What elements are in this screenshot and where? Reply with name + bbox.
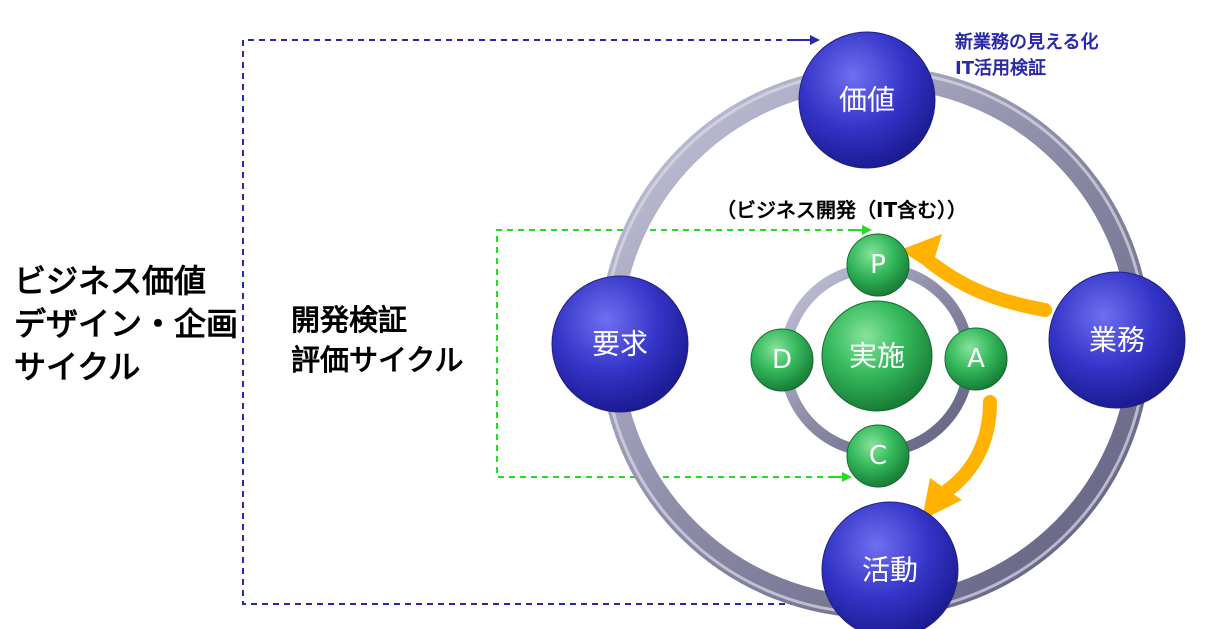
dev-cycle-label-line-1: 開発検証 xyxy=(291,303,408,337)
value-note-line-2: IT活用検証 xyxy=(955,58,1046,79)
value-note: 新業務の見える化 IT活用検証 xyxy=(955,30,1098,82)
node-requirement-label: 要求 xyxy=(592,328,648,361)
node-p-label: P xyxy=(870,250,886,280)
node-center: 実施 xyxy=(821,300,933,412)
design-cycle-label-line-3: サイクル xyxy=(14,348,141,386)
node-d: D xyxy=(750,328,814,392)
node-activity: 活動 xyxy=(821,501,959,629)
node-business-label: 業務 xyxy=(1089,324,1145,357)
a-to-activity-arrow xyxy=(941,395,997,497)
inner-cycle-caption: （ビジネス開発（IT含む）） xyxy=(716,198,968,222)
node-p: P xyxy=(846,233,910,297)
design-cycle-label-line-1: ビジネス価値 xyxy=(14,262,207,300)
design-cycle-dashed-arrow xyxy=(242,39,840,605)
node-value-label: 価値 xyxy=(839,84,895,117)
node-d-label: D xyxy=(772,345,792,375)
node-center-label: 実施 xyxy=(849,340,905,373)
node-value: 価値 xyxy=(798,31,936,169)
business-to-p-arrowhead xyxy=(900,234,942,270)
node-requirement: 要求 xyxy=(551,275,689,413)
node-business: 業務 xyxy=(1048,271,1186,409)
node-a: A xyxy=(944,327,1008,391)
node-c: C xyxy=(846,424,910,488)
node-activity-label: 活動 xyxy=(862,554,918,587)
business-to-p-arrow xyxy=(923,255,1052,317)
node-a-label: A xyxy=(967,344,985,374)
value-note-line-1: 新業務の見える化 xyxy=(955,32,1099,53)
dev-cycle-dashed-arrow xyxy=(496,229,865,478)
design-cycle-label: ビジネス価値 デザイン・企画 サイクル xyxy=(14,260,238,389)
dev-cycle-label-line-2: 評価サイクル xyxy=(291,343,464,377)
design-cycle-label-line-2: デザイン・企画 xyxy=(14,305,239,343)
a-to-activity-arrowhead xyxy=(922,478,962,520)
dev-cycle-label: 開発検証 評価サイクル xyxy=(291,300,464,380)
node-c-label: C xyxy=(869,441,887,471)
